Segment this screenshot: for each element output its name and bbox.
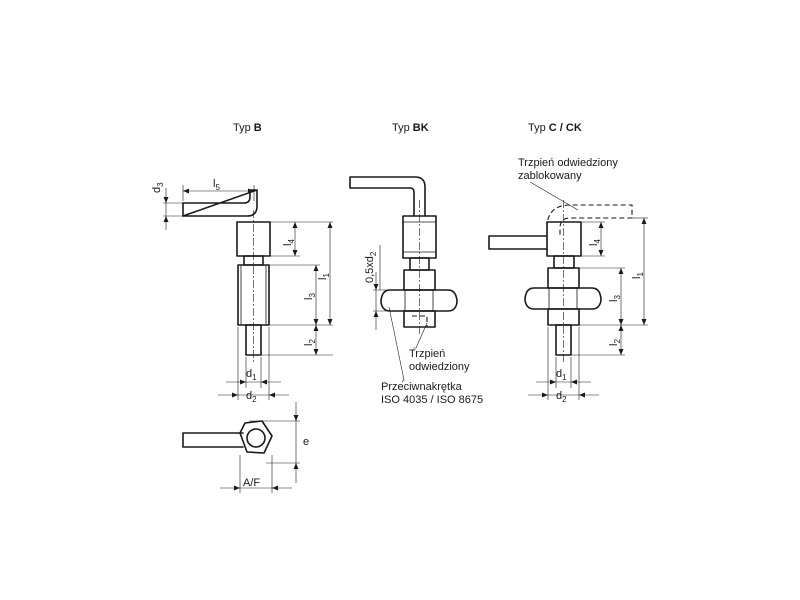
dim-af: A/F: [243, 477, 260, 489]
title-typ-c-ck: Typ C / CK: [528, 122, 582, 134]
dim-l1: l1: [317, 273, 331, 280]
l-handle: [182, 189, 258, 217]
note-locked-2: zablokowany: [518, 170, 582, 182]
bk-l-handle: [349, 176, 426, 217]
bk-lock-nut: [380, 289, 458, 312]
c-dim-l2: l2: [608, 339, 622, 346]
note-locked-1: Trzpień odwiedziony: [518, 157, 618, 169]
c-lock-nut: [524, 287, 602, 310]
dim-d3: d3: [151, 182, 165, 193]
dim-d2: d2: [246, 390, 257, 404]
c-handle: [488, 235, 548, 250]
top-pin: [246, 428, 266, 448]
note-nut-1: Przeciwnakrętka: [381, 381, 463, 393]
c-dim-l3: l3: [608, 295, 622, 302]
title-typ-b: Typ B: [233, 122, 262, 134]
dim-l3: l3: [303, 293, 317, 300]
view-typ-c-ck: Trzpień odwiedziony zablokowany l4 l3 l1…: [488, 157, 648, 404]
dim-half-d2: 0,5xd2: [364, 251, 378, 283]
c-dim-l4: l4: [588, 239, 602, 246]
c-dim-d1: d1: [556, 368, 567, 382]
c-dim-d2: d2: [556, 390, 567, 404]
view-top: e A/F: [182, 402, 309, 493]
dim-l2: l2: [303, 339, 317, 346]
view-typ-bk: 0,5xd2 Trzpień odwiedziony Przeciwnakręt…: [349, 176, 483, 406]
note-retracted-2: odwiedziony: [409, 361, 470, 373]
note-nut-2: ISO 4035 / ISO 8675: [381, 394, 483, 406]
top-hex: [239, 420, 273, 454]
dim-e: e: [303, 436, 309, 448]
dim-l5: l5: [213, 178, 220, 192]
c-dim-l1: l1: [631, 272, 645, 279]
title-typ-bk: Typ BK: [392, 122, 429, 134]
c-handle-locked-hidden: [546, 204, 633, 236]
top-handle: [182, 432, 244, 448]
note-retracted-1: Trzpień: [409, 348, 445, 360]
dim-l4: l4: [282, 239, 296, 246]
dim-d1: d1: [246, 368, 257, 382]
view-typ-b: d3 l5 l4 l3 l1 l2: [151, 178, 333, 404]
